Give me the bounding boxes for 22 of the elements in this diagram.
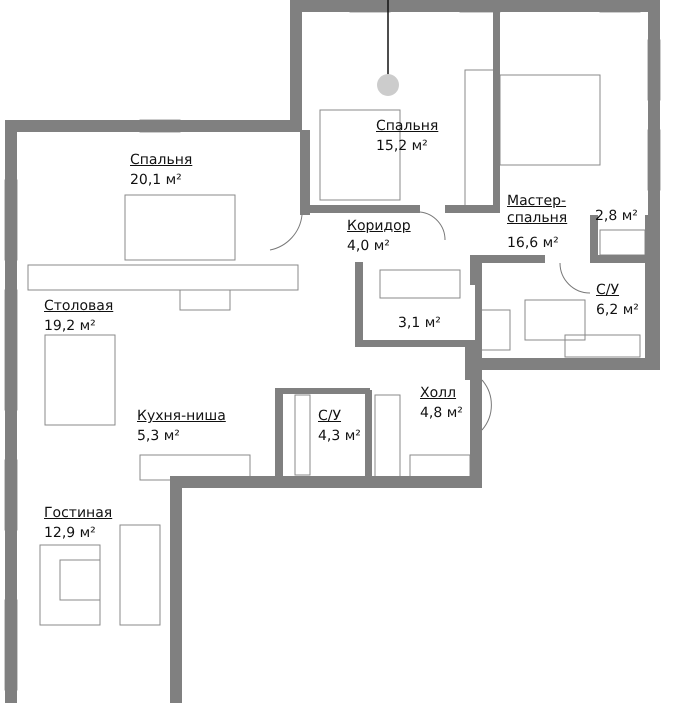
room-name-label: Мастер-спальня xyxy=(507,193,568,227)
area-label: 5,3 м² xyxy=(137,428,180,445)
room-name-label: Спальня xyxy=(376,118,438,135)
room-name-label: Кухня-ниша xyxy=(137,408,226,425)
room-name-label: Спальня xyxy=(130,152,192,169)
area-label: 16,6 м² xyxy=(507,235,559,252)
room-name-label: Коридор xyxy=(347,218,411,235)
area-label: 4,8 м² xyxy=(420,405,463,422)
room-name-label: С/У xyxy=(596,282,620,299)
area-label: 3,1 м² xyxy=(398,315,441,332)
area-label: 19,2 м² xyxy=(44,318,96,335)
area-label: 15,2 м² xyxy=(376,138,428,155)
area-label: 6,2 м² xyxy=(596,302,639,319)
area-label: 12,9 м² xyxy=(44,525,96,542)
room-name-label: Столовая xyxy=(44,298,114,315)
area-label: 2,8 м² xyxy=(595,208,638,225)
room-name-label: Гостиная xyxy=(44,505,112,522)
room-name-label: Холл xyxy=(420,385,456,402)
area-label: 4,0 м² xyxy=(347,238,390,255)
area-label: 4,3 м² xyxy=(318,428,361,445)
area-label: 20,1 м² xyxy=(130,172,182,189)
room-name-label: С/У xyxy=(318,408,342,425)
